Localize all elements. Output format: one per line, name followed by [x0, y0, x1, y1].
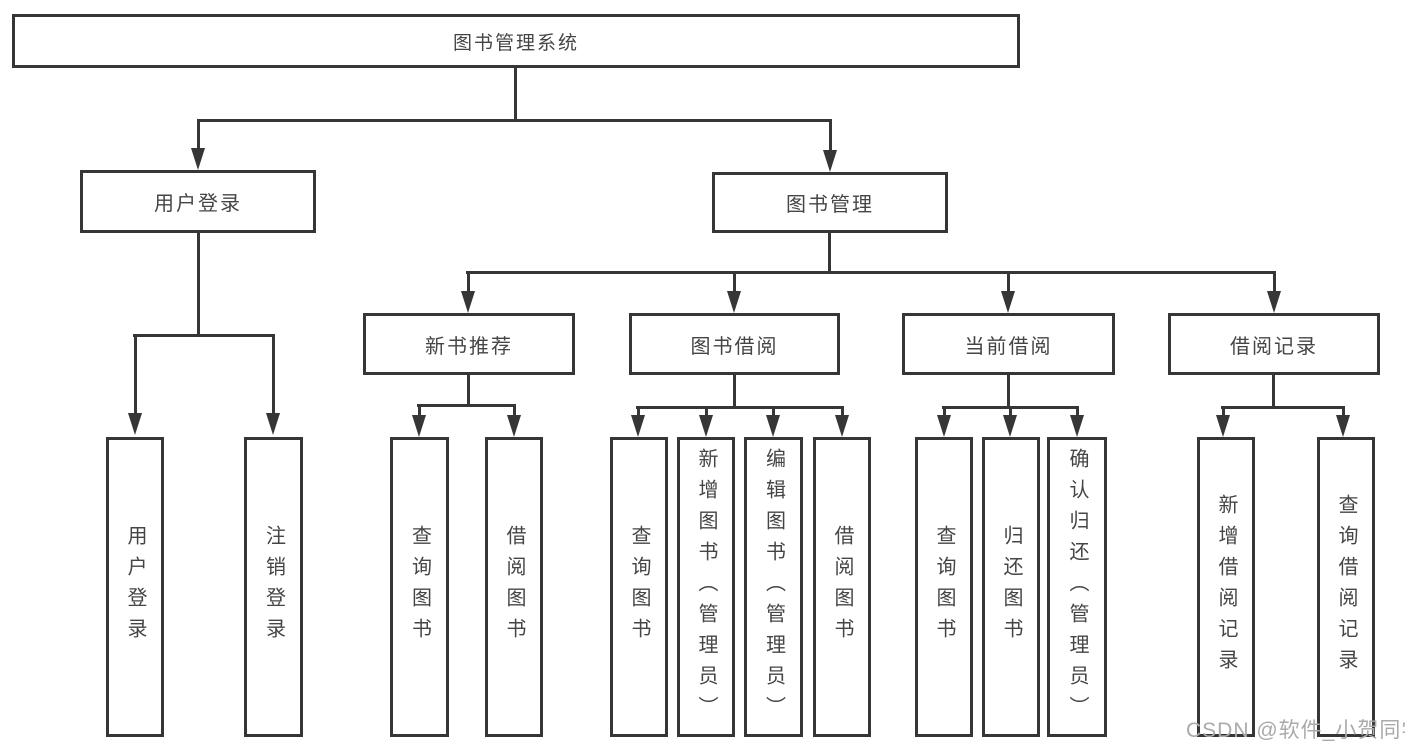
arrow-down-icon: [1267, 291, 1281, 313]
connector-segment: [418, 404, 421, 417]
arrow-down-icon: [507, 415, 521, 437]
connector-segment: [841, 406, 844, 417]
connector-segment: [829, 119, 832, 152]
connector-segment: [1222, 406, 1225, 417]
arrow-down-icon: [461, 291, 475, 313]
connector-segment: [1007, 271, 1010, 293]
leaf-logout: 注销登录: [244, 437, 303, 737]
connector-segment: [467, 271, 470, 293]
connector-segment: [733, 271, 736, 293]
leaf-return-books: 归还图书: [982, 437, 1040, 737]
connector-segment: [467, 373, 470, 407]
leaf-query-books-borrowing: 查询图书: [610, 437, 668, 737]
arrow-down-icon: [823, 150, 837, 172]
connector-segment: [733, 373, 736, 409]
leaf-add-borrow-record: 新增借阅记录: [1197, 437, 1255, 737]
connector-segment: [1273, 271, 1276, 293]
connector-segment: [133, 334, 275, 337]
arrow-down-icon: [1216, 415, 1230, 437]
arrow-down-icon: [1001, 291, 1015, 313]
connector-segment: [197, 119, 200, 150]
arrow-down-icon: [937, 415, 951, 437]
leaf-query-borrow-record: 查询借阅记录: [1317, 437, 1375, 737]
connector-segment: [943, 406, 946, 417]
connector-segment: [514, 67, 517, 120]
connector-segment: [1076, 406, 1079, 417]
node-borrowing-records: 借阅记录: [1168, 313, 1380, 375]
connector-segment: [705, 406, 708, 417]
node-book-management-system: 图书管理系统: [12, 14, 1020, 68]
arrow-down-icon: [631, 415, 645, 437]
connector-segment: [513, 404, 516, 417]
connector-segment: [1221, 406, 1345, 409]
connector-segment: [197, 231, 200, 337]
connector-segment: [1342, 406, 1345, 417]
leaf-borrow-books-borrowing: 借阅图书: [813, 437, 871, 737]
connector-segment: [466, 271, 1276, 274]
leaf-user-login: 用户登录: [106, 437, 164, 737]
connector-segment: [828, 231, 831, 274]
connector-segment: [134, 334, 137, 415]
node-new-book-recommendation: 新书推荐: [363, 313, 575, 375]
arrow-down-icon: [128, 413, 142, 435]
arrow-down-icon: [1336, 415, 1350, 437]
arrow-down-icon: [699, 415, 713, 437]
connector-segment: [197, 119, 831, 122]
arrow-down-icon: [266, 413, 280, 435]
connector-segment: [272, 334, 275, 415]
leaf-query-books-recommend: 查询图书: [390, 437, 449, 737]
connector-segment: [636, 406, 844, 409]
csdn-watermark: CSDN @软件_小贺同学: [1186, 719, 1405, 742]
leaf-add-books-admin: 新增图书（管理员）: [677, 437, 735, 737]
connector-segment: [637, 406, 640, 417]
connector-segment: [772, 406, 775, 417]
connector-segment: [1007, 373, 1010, 409]
connector-segment: [417, 404, 516, 407]
node-book-management: 图书管理: [712, 172, 948, 233]
leaf-edit-books-admin: 编辑图书（管理员）: [744, 437, 803, 737]
leaf-query-books-current: 查询图书: [915, 437, 973, 737]
arrow-down-icon: [766, 415, 780, 437]
leaf-borrow-books-recommend: 借阅图书: [485, 437, 543, 737]
arrow-down-icon: [412, 415, 426, 437]
arrow-down-icon: [191, 148, 205, 170]
arrow-down-icon: [1070, 415, 1084, 437]
arrow-down-icon: [1003, 415, 1017, 437]
leaf-confirm-return-admin: 确认归还（管理员）: [1047, 437, 1107, 737]
connector-segment: [1272, 373, 1275, 409]
arrow-down-icon: [835, 415, 849, 437]
node-user-login: 用户登录: [80, 170, 316, 233]
node-current-borrowing: 当前借阅: [902, 313, 1115, 375]
arrow-down-icon: [727, 291, 741, 313]
node-book-borrowing: 图书借阅: [629, 313, 840, 375]
connector-segment: [1009, 406, 1012, 417]
